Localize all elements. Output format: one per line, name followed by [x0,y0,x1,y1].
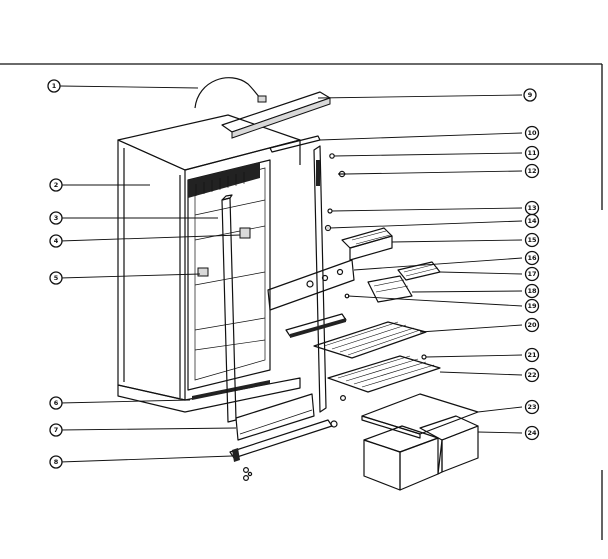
leader-lines [59,85,523,463]
svg-text:13: 13 [527,204,536,212]
crisper-drawer-small [341,227,393,261]
svg-text:5: 5 [54,274,59,282]
callout-19: 19 [524,298,540,314]
svg-text:19: 19 [527,302,537,310]
shelf-bracket [285,313,347,338]
svg-text:23: 23 [527,403,536,411]
svg-text:2: 2 [54,181,59,189]
fasteners [324,153,427,428]
svg-text:9: 9 [528,91,533,99]
callout-2: 2 [49,178,63,192]
frame [0,63,603,540]
callout-20: 20 [524,317,540,333]
svg-text:12: 12 [527,167,536,175]
crisper-drawers [363,415,479,491]
svg-text:17: 17 [527,270,536,278]
callout-1: 1 [47,79,61,93]
callout-14: 14 [524,213,540,229]
callout-16: 16 [524,250,540,266]
callout-12: 12 [524,163,540,179]
callout-22: 22 [524,367,540,383]
kick-plate [235,393,315,441]
svg-text:7: 7 [54,426,59,434]
callout-10: 10 [524,125,540,141]
callout-11: 11 [524,145,540,161]
callout-4: 4 [49,234,63,248]
control-panel [267,259,355,311]
callout-13: 13 [524,200,540,216]
power-cord [194,77,267,109]
callout-24: 24 [524,425,540,441]
callout-8: 8 [49,455,63,469]
svg-text:15: 15 [527,236,537,244]
svg-text:24: 24 [527,429,537,437]
svg-text:10: 10 [527,129,537,137]
svg-text:20: 20 [527,321,537,329]
svg-text:21: 21 [527,351,537,359]
svg-text:14: 14 [527,217,537,225]
callout-17: 17 [524,266,540,282]
callouts-right: 9 10 11 12 13 14 15 16 [523,88,540,441]
svg-text:3: 3 [54,214,59,222]
callout-7: 7 [49,423,63,437]
callout-3: 3 [49,211,63,225]
callouts-left: 1 2 3 4 5 6 7 8 [47,79,63,469]
cabinet [117,114,301,423]
svg-text:6: 6 [54,399,59,407]
callout-9: 9 [523,88,537,102]
wire-shelf-upper [313,321,427,359]
callout-6: 6 [49,396,63,410]
svg-text:1: 1 [52,82,57,90]
callout-15: 15 [524,232,540,248]
wire-shelf-lower [327,355,441,393]
svg-text:11: 11 [527,149,537,157]
callout-5: 5 [49,271,63,285]
svg-text:22: 22 [527,371,536,379]
svg-text:16: 16 [527,254,537,262]
bottom-bar [229,419,333,482]
svg-text:18: 18 [527,287,537,295]
svg-text:8: 8 [54,458,59,466]
vertical-trim [269,135,327,413]
svg-text:4: 4 [54,237,59,245]
callout-23: 23 [524,399,540,415]
callout-21: 21 [524,347,540,363]
callout-18: 18 [524,283,540,299]
